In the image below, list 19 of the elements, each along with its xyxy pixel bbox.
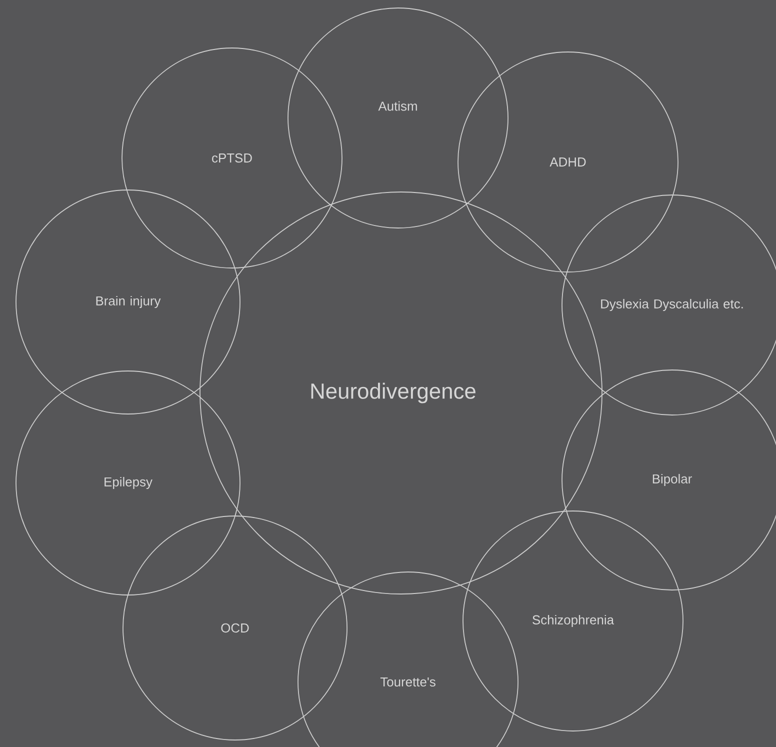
circle (16, 370, 240, 596)
circle (462, 510, 684, 732)
circle-label: Tourette's (380, 677, 436, 686)
circle-label: Epilepsy (104, 476, 152, 490)
circle (122, 48, 342, 268)
circle-label: Schizophrenia (532, 614, 614, 628)
circle (122, 516, 348, 740)
circle-label: Bipolar (652, 474, 692, 486)
circle-label: Autism (378, 101, 417, 111)
circle-label: Dyslexia Dyscalculia etc. (601, 298, 743, 312)
circle (16, 190, 240, 414)
circle-label: Neurodivergence (311, 382, 476, 404)
circle (458, 52, 678, 272)
circle-label: OCD (221, 623, 249, 633)
circle-label: ADHD (550, 158, 586, 166)
circle-label: Brain injury (96, 296, 161, 308)
circle (288, 8, 508, 228)
circle-label: cPTSD (212, 153, 252, 163)
circle (200, 192, 602, 594)
